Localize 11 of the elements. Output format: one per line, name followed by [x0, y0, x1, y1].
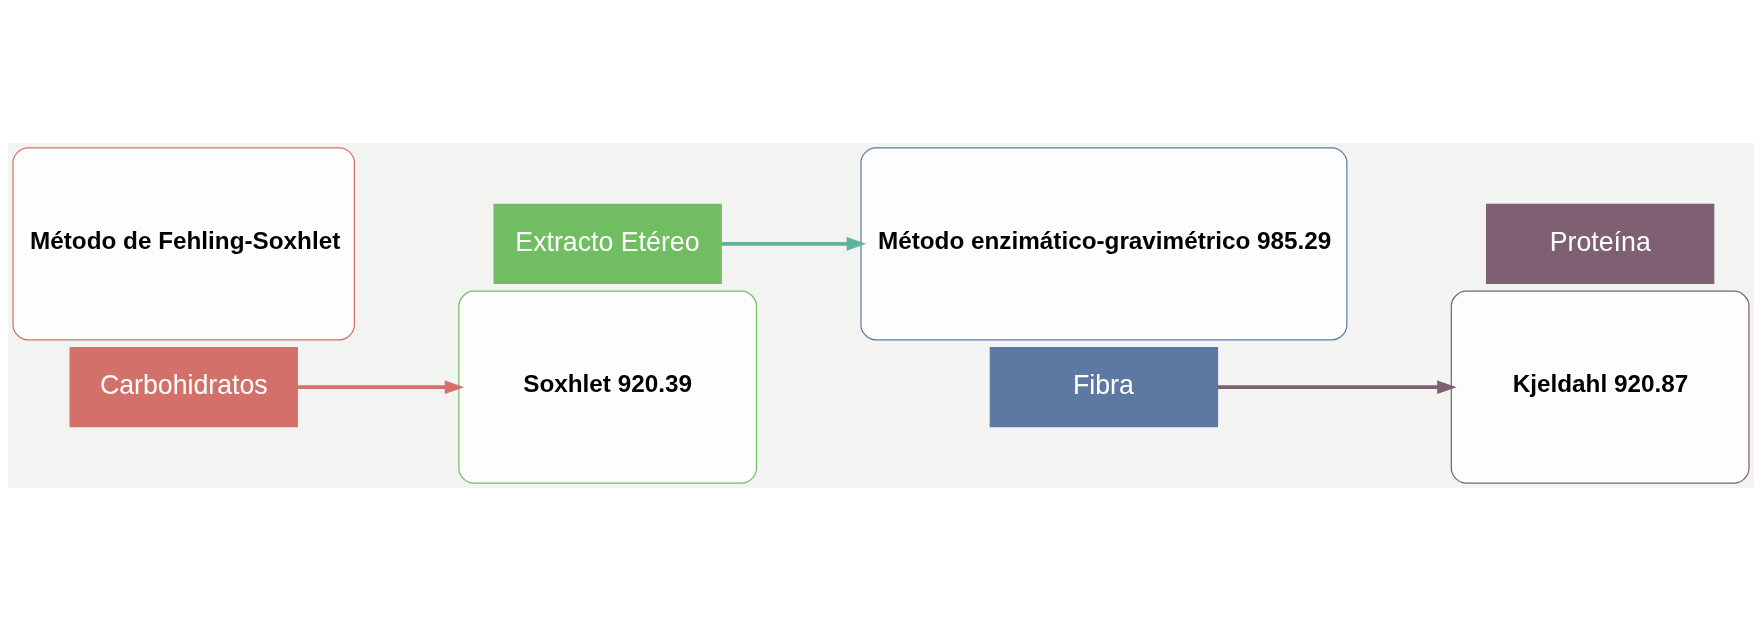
node-box: Método enzimático-gravimétrico 985.29	[860, 146, 1348, 340]
node-box: Fibra	[989, 346, 1219, 427]
arrow	[297, 379, 465, 394]
node-box: Kjeldahl 920.87	[1450, 290, 1750, 484]
node-box: Proteína	[1485, 203, 1715, 284]
node-box: Soxhlet 920.39	[458, 290, 758, 484]
arrow	[721, 236, 867, 251]
node-box: Método de Fehling-Soxhlet	[12, 146, 355, 340]
arrow	[1217, 379, 1457, 394]
node-box: Carbohidratos	[69, 346, 298, 427]
node-box: Extracto Etéreo	[493, 203, 722, 284]
